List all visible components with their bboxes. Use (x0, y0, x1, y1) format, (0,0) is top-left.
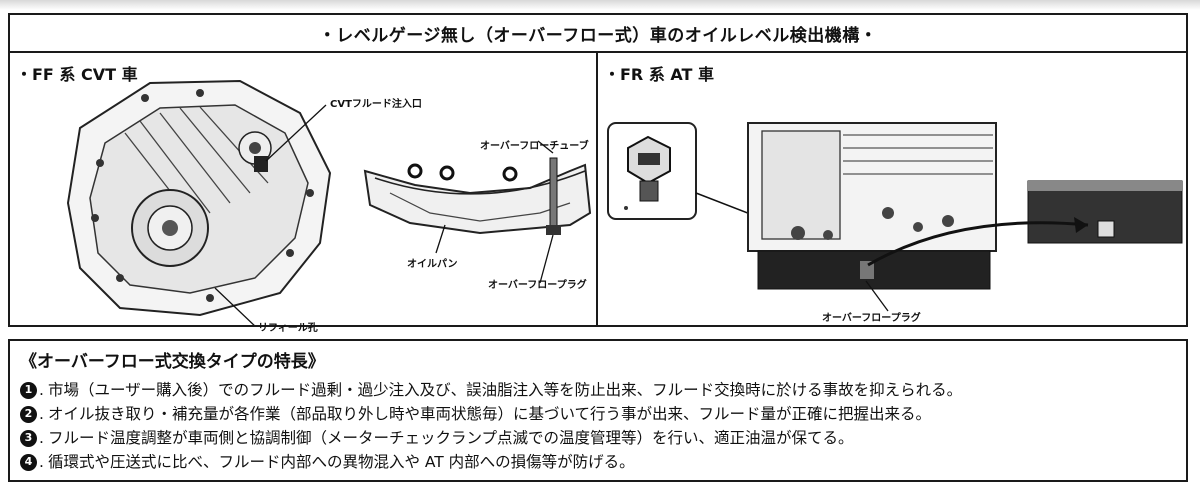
diagram-title: ・レベルゲージ無し（オーバーフロー式）車のオイルレベル検出機構・ (10, 15, 1186, 53)
callout-overflow-plug-cvt: オーバーフロープラグ (488, 280, 587, 291)
feature-item-4: 4 . 循環式や圧送式に比べ、フルード内部への異物混入や AT 内部への損傷等が… (20, 450, 1176, 474)
callout-overflow-tube: オーバーフローチューブ (480, 141, 589, 152)
callout-oil-pan: オイルパン (407, 259, 458, 270)
callout-cvt-fill-port: CVTフルード注入口 (330, 99, 422, 110)
fr-at-label: ・FR 系 AT 車 (604, 65, 715, 84)
feature-item-2: 2 . オイル抜き取り・補充量が各作業（部品取り外し時や車両状態毎）に基づいて行… (20, 402, 1176, 426)
callout-overflow-plug-at: オーバーフロープラグ (822, 313, 921, 324)
feature-period: . (39, 429, 44, 447)
feature-number-1: 1 (20, 381, 37, 399)
features-box: 《オーバーフロー式交換タイプの特長》 1 . 市場（ユーザー購入後）でのフルード… (8, 339, 1188, 482)
feature-text-1: 市場（ユーザー購入後）でのフルード過剰・過少注入及び、誤油脂注入等を防止出来、フ… (47, 381, 963, 399)
feature-item-3: 3 . フルード温度調整が車両側と協調制御（メーターチェックランプ点滅での温度管… (20, 426, 1176, 450)
feature-text-4: 循環式や圧送式に比べ、フルード内部への異物混入や AT 内部への損傷等が防げる。 (47, 453, 635, 471)
feature-number-4: 4 (20, 453, 37, 471)
feature-item-1: 1 . 市場（ユーザー購入後）でのフルード過剰・過少注入及び、誤油脂注入等を防止… (20, 378, 1176, 402)
feature-number-2: 2 (20, 405, 37, 423)
cvt-transmission-illustration (66, 79, 592, 325)
ff-cvt-panel: ・FF 系 CVT 車 (10, 53, 598, 334)
at-transmission-illustration (607, 122, 1183, 312)
feature-period: . (39, 453, 44, 471)
fr-at-panel: ・FR 系 AT 車 (598, 53, 1186, 325)
feature-period: . (39, 381, 44, 399)
diagram-frame: ・レベルゲージ無し（オーバーフロー式）車のオイルレベル検出機構・ ・FF 系 C… (8, 13, 1188, 334)
feature-period: . (39, 405, 44, 423)
feature-text-2: オイル抜き取り・補充量が各作業（部品取り外し時や車両状態毎）に基づいて行う事が出… (47, 405, 931, 423)
callout-refill-hole: リフィール孔 (258, 323, 318, 334)
feature-number-3: 3 (20, 429, 37, 447)
feature-text-3: フルード温度調整が車両側と協調制御（メーターチェックランプ点滅での温度管理等）を… (47, 429, 854, 447)
cropped-header-strip (0, 0, 1200, 10)
ff-cvt-label: ・FF 系 CVT 車 (16, 65, 138, 84)
features-heading: 《オーバーフロー式交換タイプの特長》 (20, 352, 325, 372)
